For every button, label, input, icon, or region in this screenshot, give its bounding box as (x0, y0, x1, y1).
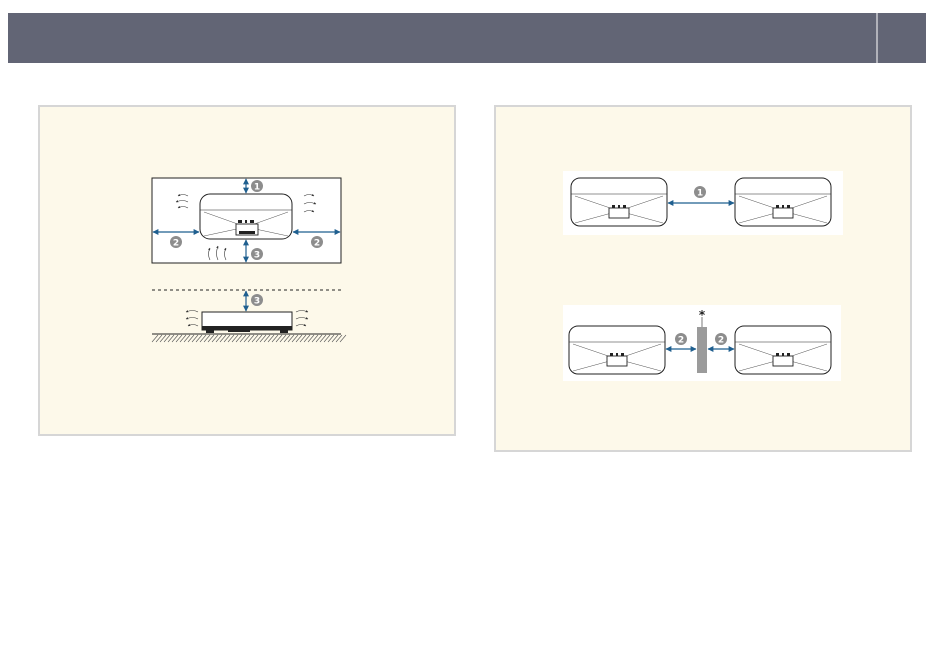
clearance-diagram-single: 1 2 2 3 3 (138, 172, 353, 347)
svg-text:1: 1 (254, 183, 260, 193)
svg-text:3: 3 (254, 297, 260, 307)
projector-top-view-icon (200, 194, 292, 239)
panel-multi-projector-space (494, 105, 912, 452)
clearance-diagram-side-by-side: 1 (563, 171, 843, 235)
projector-top-view-icon (735, 178, 831, 226)
floor-hatching (152, 335, 346, 342)
wall-asterisk-marker: * (699, 308, 706, 322)
svg-text:3: 3 (254, 251, 260, 261)
svg-text:2: 2 (678, 336, 684, 346)
projector-top-view-icon (569, 326, 665, 374)
svg-text:1: 1 (697, 189, 703, 199)
partition-wall (697, 327, 707, 373)
svg-text:2: 2 (314, 239, 320, 249)
svg-text:2: 2 (718, 336, 724, 346)
svg-text:2: 2 (173, 239, 179, 249)
header-divider (876, 13, 878, 63)
projector-top-view-icon (735, 326, 831, 374)
callout-3-side: 3 (251, 294, 263, 307)
projector-side-view-icon (202, 312, 292, 333)
projector-top-view-icon (571, 178, 667, 226)
page-header (8, 13, 926, 63)
clearance-diagram-with-wall: * 2 2 (563, 305, 841, 381)
